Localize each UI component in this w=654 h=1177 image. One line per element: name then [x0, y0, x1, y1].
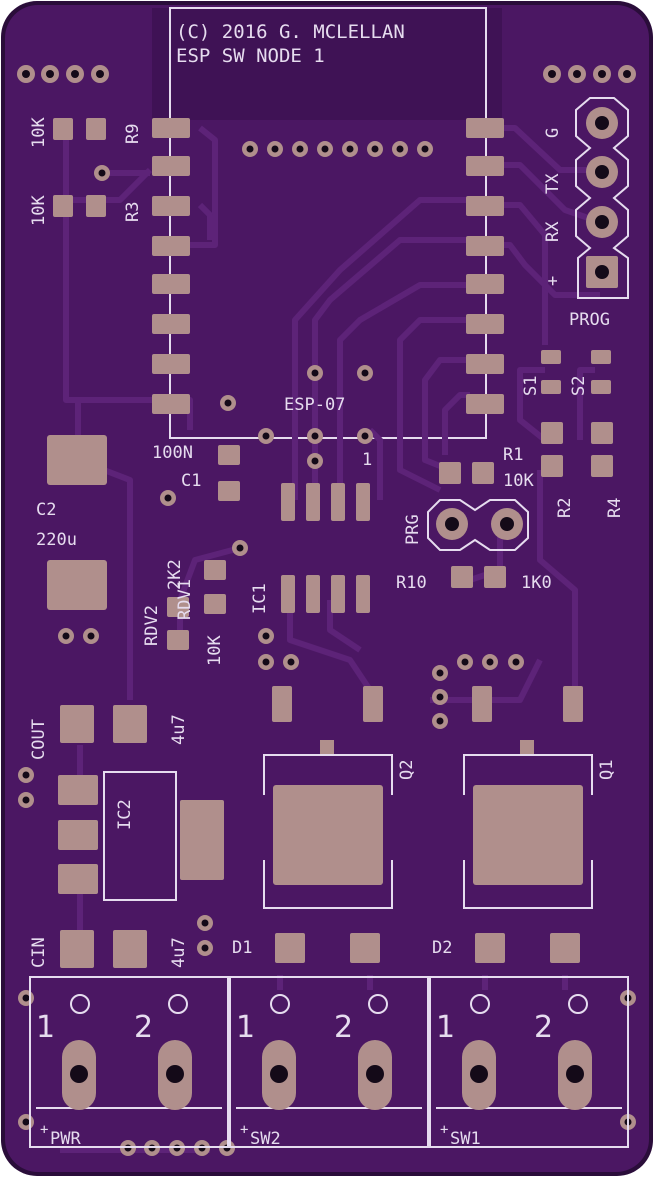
board-name-text: ESP SW NODE 1: [176, 45, 325, 67]
d2-ref: D2: [432, 938, 452, 958]
prog-pin-plus: +: [543, 276, 563, 286]
r10-ref: R10: [396, 573, 427, 593]
r10-value: 1K0: [521, 573, 552, 593]
sw1-pin2: 2: [534, 1010, 553, 1045]
rdv1-ref: RDV1: [175, 579, 195, 620]
prog-pin-rx: RX: [543, 221, 563, 242]
sw2-pin1: 1: [236, 1010, 255, 1045]
prog-label: PROG: [569, 310, 610, 330]
sw1-pin1: 1: [436, 1010, 455, 1045]
rdv1-value: 10K: [205, 635, 225, 666]
pwr-plus: +: [40, 1122, 48, 1138]
q1-ref: Q1: [597, 760, 617, 780]
terminal-pads: [62, 1040, 592, 1110]
cin-ref: CIN: [29, 937, 49, 968]
q2-ref: Q2: [397, 760, 417, 780]
rdv2-value: 2K2: [165, 559, 185, 590]
cout-ref: COUT: [29, 719, 49, 760]
ic1-ref: IC1: [250, 583, 270, 614]
c1-value: 100N: [152, 443, 193, 463]
cin-value: 4u7: [169, 937, 189, 968]
d1-ref: D1: [232, 938, 252, 958]
c2-value: 220u: [36, 530, 77, 550]
corner-headers: [17, 65, 636, 83]
c2-ref: C2: [36, 500, 56, 520]
r1-value: 10K: [503, 471, 534, 491]
regulator-pads: [58, 705, 580, 968]
sw1-label: SW1: [450, 1129, 481, 1149]
sw2-label: SW2: [250, 1129, 281, 1149]
prg-jumper: [427, 499, 529, 551]
resistor-pads: [53, 118, 613, 650]
terminal-blocks: [29, 976, 629, 1148]
prg-ref: PRG: [403, 514, 423, 545]
copper-traces: [60, 125, 601, 1153]
r3-ref: R3: [123, 202, 143, 222]
q-pads: [272, 686, 583, 885]
ic1-pads: [281, 483, 370, 613]
copyright-text: (C) 2016 G. MCLELLAN: [176, 21, 405, 43]
r2-ref: R2: [555, 498, 575, 518]
r9-value: 10K: [29, 117, 49, 148]
r4-ref: R4: [605, 498, 625, 518]
r9-ref: R9: [123, 124, 143, 144]
sw2-pin2: 2: [334, 1010, 353, 1045]
esp07-pads: [152, 118, 504, 414]
esp07-top-vias: [242, 141, 433, 157]
pwr-pin2: 2: [134, 1010, 153, 1045]
c2-pads: [47, 435, 107, 610]
q-outlines: [263, 754, 593, 909]
vias: [18, 165, 636, 1156]
prog-pin-g: G: [543, 128, 563, 138]
prog-pin-tx: TX: [543, 173, 563, 194]
module-label: ESP-07: [284, 395, 345, 415]
s1-ref: S1: [521, 376, 541, 396]
c1-ref: C1: [181, 471, 201, 491]
sw1-plus: +: [440, 1122, 448, 1138]
pwr-pin1: 1: [36, 1010, 55, 1045]
r3-value: 10K: [29, 195, 49, 226]
rdv2-ref: RDV2: [142, 605, 162, 646]
pwr-label: PWR: [50, 1129, 81, 1149]
ic2-ref: IC2: [115, 799, 135, 830]
cout-value: 4u7: [169, 714, 189, 745]
r1-ref: R1: [503, 445, 523, 465]
antenna-keepout: [152, 8, 502, 120]
prog-header: [575, 97, 629, 299]
esp07-module-outline: [169, 7, 487, 439]
sw2-plus: +: [240, 1122, 248, 1138]
ic2-outline: [103, 771, 177, 901]
s2-ref: S2: [569, 376, 589, 396]
module-pin1-mark: 1: [362, 450, 372, 470]
